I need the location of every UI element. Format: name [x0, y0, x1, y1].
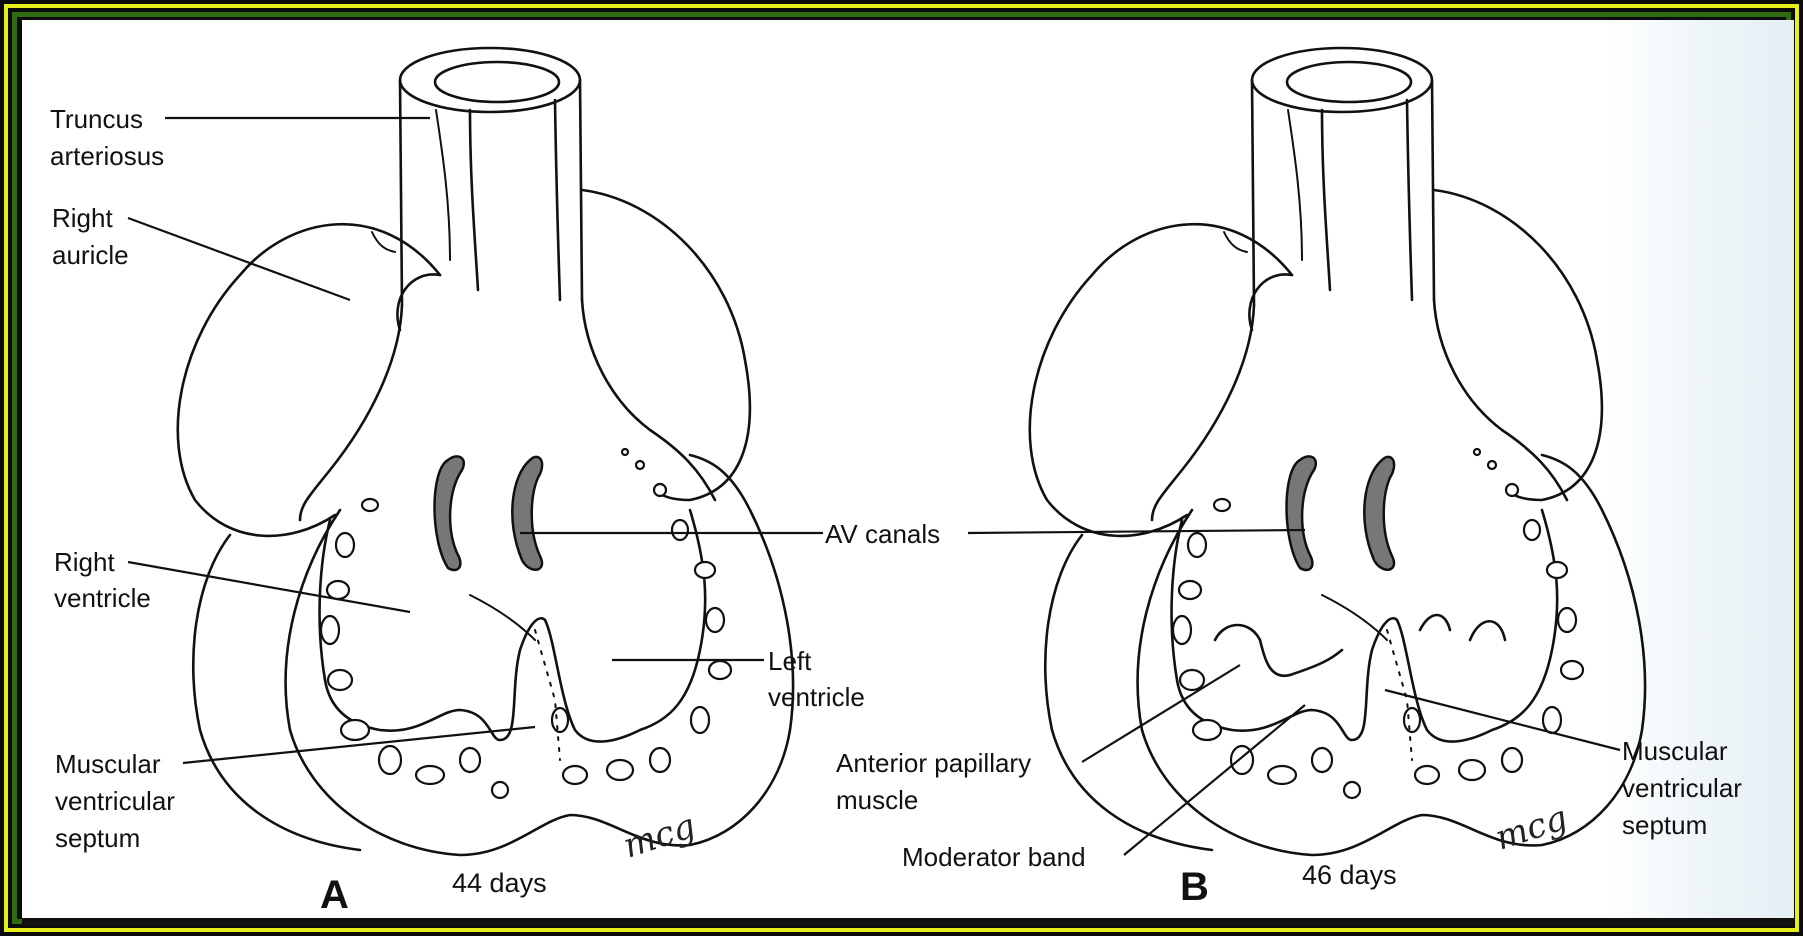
panel-a-age: 44 days	[452, 868, 547, 898]
label-truncus-line2: arteriosus	[50, 141, 164, 171]
label-right-auricle-line1: Right	[52, 203, 113, 233]
leader-lines	[128, 118, 1620, 855]
label-muscular-septum-a-line3: septum	[55, 823, 140, 853]
label-right-ventricle-line1: Right	[54, 547, 115, 577]
panel-a-signature: mcg	[618, 806, 700, 867]
anterior-papillary-muscle-b	[1215, 625, 1290, 676]
av-canal-right-a	[435, 456, 464, 570]
label-moderator-band: Moderator band	[902, 842, 1086, 872]
label-muscular-septum-b-line2: ventricular	[1622, 773, 1742, 803]
label-right-ventricle-line2: ventricle	[54, 583, 151, 613]
label-anterior-papillary-line1: Anterior papillary	[836, 748, 1031, 778]
label-muscular-septum-a-line2: ventricular	[55, 786, 175, 816]
label-muscular-septum-b-line1: Muscular	[1622, 736, 1728, 766]
label-truncus-line1: Truncus	[50, 104, 143, 134]
septum-ridge-a	[535, 630, 560, 760]
papillary-muscles-left-b	[1420, 615, 1505, 640]
labels: Truncus arteriosus Right auricle Right v…	[50, 104, 1742, 917]
label-left-ventricle-line1: Left	[768, 646, 812, 676]
av-canal-right-b	[1287, 456, 1316, 570]
panel-a-letter: A	[320, 873, 349, 917]
label-right-auricle-line2: auricle	[52, 240, 129, 270]
av-canal-left-a	[512, 457, 542, 570]
moderator-band-b	[1290, 650, 1342, 675]
panel-b-signature: mcg	[1490, 798, 1572, 859]
av-canal-left-b	[1364, 457, 1394, 570]
label-muscular-septum-a-line1: Muscular	[55, 749, 161, 779]
label-anterior-papillary-line2: muscle	[836, 785, 918, 815]
panel-b-age: 46 days	[1302, 860, 1397, 890]
label-av-canals: AV canals	[825, 519, 940, 549]
panel-a-heart	[178, 48, 793, 855]
panel-b-letter: B	[1180, 865, 1209, 909]
label-muscular-septum-b-line3: septum	[1622, 810, 1707, 840]
label-left-ventricle-line2: ventricle	[768, 682, 865, 712]
